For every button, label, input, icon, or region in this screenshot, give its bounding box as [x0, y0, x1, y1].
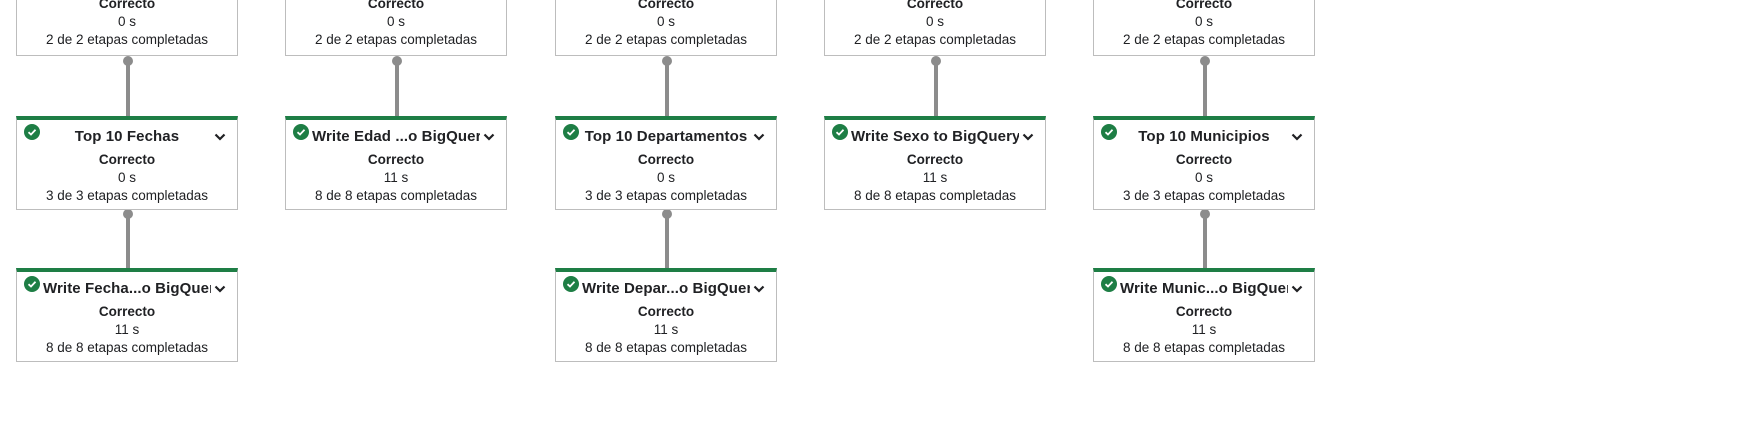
step-card[interactable]: Top 10 Departamentos Correcto 0 s 3 de 3… — [555, 116, 777, 210]
chevron-down-icon[interactable] — [212, 129, 228, 145]
step-progress: 3 de 3 etapas completadas — [584, 188, 748, 203]
step-card[interactable]: Top 10 Municipios Correcto 0 s 3 de 3 et… — [1093, 116, 1315, 210]
step-status: Correcto — [637, 304, 695, 319]
chevron-down-icon[interactable] — [751, 129, 767, 145]
step-card-header: Top 10 Departamentos — [556, 120, 776, 151]
step-duration: 0 s — [117, 14, 136, 29]
step-card[interactable]: Write Edad ...o BigQuery Correcto 11 s 8… — [285, 116, 507, 210]
step-status: Correcto — [637, 152, 695, 167]
step-card[interactable]: Correcto 0 s 2 de 2 etapas completadas — [1093, 0, 1315, 56]
step-card[interactable]: Write Munic...o BigQuery Correcto 11 s 8… — [1093, 268, 1315, 362]
check-circle-icon — [1101, 276, 1117, 292]
check-circle-icon — [24, 276, 40, 292]
step-status: Correcto — [637, 0, 695, 11]
check-circle-icon — [24, 124, 40, 140]
step-status: Correcto — [367, 152, 425, 167]
step-progress: 2 de 2 etapas completadas — [853, 32, 1017, 47]
step-duration: 0 s — [656, 14, 675, 29]
step-card-header: Top 10 Municipios — [1094, 120, 1314, 151]
step-duration: 0 s — [117, 170, 136, 185]
step-card-header: Write Depar...o BigQuery — [556, 272, 776, 303]
step-title: Write Sexo to BigQuery — [851, 128, 1019, 145]
step-duration: 11 s — [114, 322, 140, 337]
step-card-header: Write Fecha...o BigQuery — [17, 272, 237, 303]
step-title: Write Depar...o BigQuery — [582, 280, 750, 297]
step-duration: 0 s — [1194, 170, 1213, 185]
check-circle-icon — [832, 124, 848, 140]
edge-connector — [123, 209, 133, 268]
step-title: Write Edad ...o BigQuery — [312, 128, 480, 145]
chevron-down-icon[interactable] — [751, 281, 767, 297]
step-card[interactable]: Write Sexo to BigQuery Correcto 11 s 8 d… — [824, 116, 1046, 210]
step-progress: 8 de 8 etapas completadas — [584, 340, 748, 355]
step-card[interactable]: Write Fecha...o BigQuery Correcto 11 s 8… — [16, 268, 238, 362]
step-duration: 0 s — [386, 14, 405, 29]
step-progress: 2 de 2 etapas completadas — [584, 32, 748, 47]
step-card-header: Write Edad ...o BigQuery — [286, 120, 506, 151]
step-progress: 2 de 2 etapas completadas — [45, 32, 209, 47]
edge-connector — [392, 56, 402, 116]
check-circle-icon — [563, 124, 579, 140]
step-duration: 11 s — [1191, 322, 1217, 337]
step-progress: 8 de 8 etapas completadas — [1122, 340, 1286, 355]
step-progress: 8 de 8 etapas completadas — [45, 340, 209, 355]
edge-connector — [1200, 209, 1210, 268]
edge-connector — [662, 56, 672, 116]
edge-connector — [123, 56, 133, 116]
step-status: Correcto — [906, 152, 964, 167]
step-status: Correcto — [1175, 0, 1233, 11]
step-progress: 3 de 3 etapas completadas — [1122, 188, 1286, 203]
step-progress: 8 de 8 etapas completadas — [853, 188, 1017, 203]
edge-connector — [1200, 56, 1210, 116]
step-status: Correcto — [98, 304, 156, 319]
step-title: Write Fecha...o BigQuery — [43, 280, 211, 297]
step-title: Top 10 Fechas — [74, 128, 180, 145]
edge-connector — [931, 56, 941, 116]
step-title: Top 10 Municipios — [1138, 128, 1270, 145]
step-card[interactable]: Correcto 0 s 2 de 2 etapas completadas — [285, 0, 507, 56]
step-status: Correcto — [98, 152, 156, 167]
step-duration: 0 s — [1194, 14, 1213, 29]
check-circle-icon — [293, 124, 309, 140]
chevron-down-icon[interactable] — [1289, 281, 1305, 297]
step-status: Correcto — [367, 0, 425, 11]
step-card[interactable]: Correcto 0 s 2 de 2 etapas completadas — [16, 0, 238, 56]
step-title: Top 10 Departamentos — [584, 128, 748, 145]
step-card[interactable]: Top 10 Fechas Correcto 0 s 3 de 3 etapas… — [16, 116, 238, 210]
step-card[interactable]: Write Depar...o BigQuery Correcto 11 s 8… — [555, 268, 777, 362]
step-duration: 11 s — [653, 322, 679, 337]
chevron-down-icon[interactable] — [481, 129, 497, 145]
step-duration: 0 s — [925, 14, 944, 29]
chevron-down-icon[interactable] — [1020, 129, 1036, 145]
step-duration: 11 s — [922, 170, 948, 185]
step-progress: 8 de 8 etapas completadas — [314, 188, 478, 203]
step-duration: 0 s — [656, 170, 675, 185]
check-circle-icon — [563, 276, 579, 292]
step-status: Correcto — [98, 0, 156, 11]
edge-connector — [662, 209, 672, 268]
step-progress: 3 de 3 etapas completadas — [45, 188, 209, 203]
chevron-down-icon[interactable] — [1289, 129, 1305, 145]
step-duration: 11 s — [383, 170, 409, 185]
step-status: Correcto — [1175, 304, 1233, 319]
step-progress: 2 de 2 etapas completadas — [314, 32, 478, 47]
step-title: Write Munic...o BigQuery — [1120, 280, 1288, 297]
step-card-header: Top 10 Fechas — [17, 120, 237, 151]
step-card[interactable]: Correcto 0 s 2 de 2 etapas completadas — [555, 0, 777, 56]
step-progress: 2 de 2 etapas completadas — [1122, 32, 1286, 47]
step-card-header: Write Munic...o BigQuery — [1094, 272, 1314, 303]
check-circle-icon — [1101, 124, 1117, 140]
chevron-down-icon[interactable] — [212, 281, 228, 297]
step-status: Correcto — [906, 0, 964, 11]
step-card[interactable]: Correcto 0 s 2 de 2 etapas completadas — [824, 0, 1046, 56]
step-card-header: Write Sexo to BigQuery — [825, 120, 1045, 151]
step-status: Correcto — [1175, 152, 1233, 167]
